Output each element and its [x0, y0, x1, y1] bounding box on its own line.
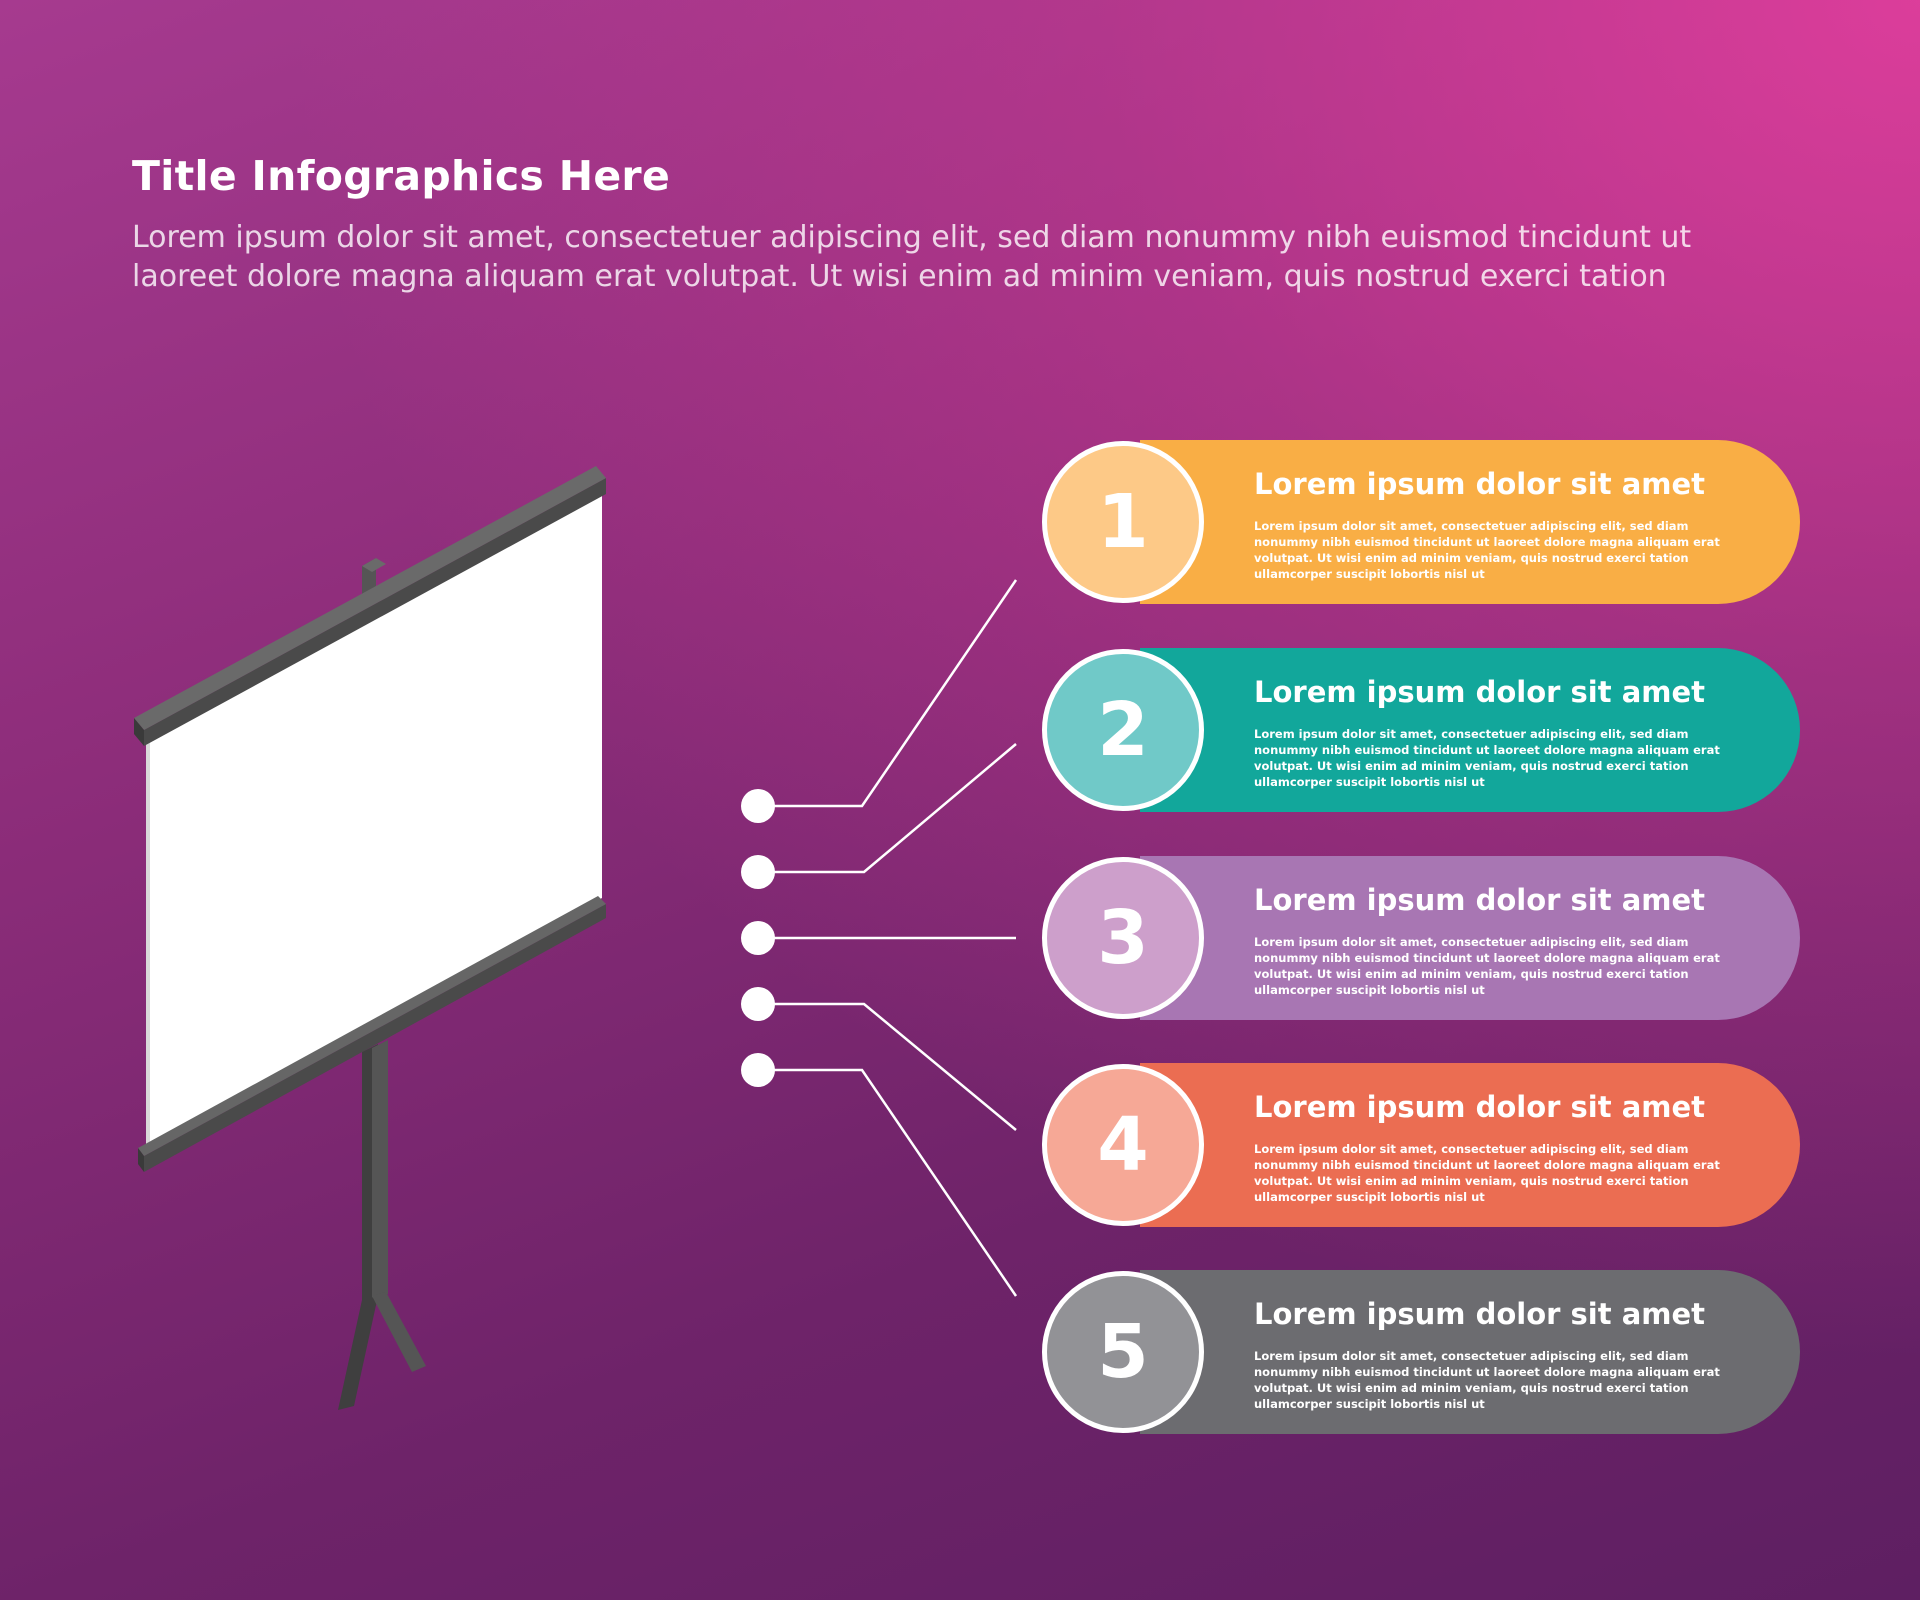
- connector-line-1: [758, 579, 1018, 808]
- step-body-5: Lorem ipsum dolor sit amet, consectetuer…: [1254, 1349, 1720, 1411]
- screen-bottom-bar-front: [144, 904, 606, 1172]
- stand-pole-side: [372, 1040, 388, 1302]
- projection-screen-icon: [134, 466, 606, 1410]
- connector-dot-5: [741, 1053, 775, 1087]
- stand-leg-left: [338, 1296, 378, 1410]
- step-number-4: 4: [1097, 1102, 1149, 1188]
- step-number-circle-1: 1: [1042, 441, 1204, 603]
- step-body-3: Lorem ipsum dolor sit amet, consectetuer…: [1254, 935, 1720, 997]
- connector-dot-2: [741, 855, 775, 889]
- step-card-2: [1140, 648, 1800, 812]
- screen-top-bar-front: [144, 478, 606, 746]
- step-number-1: 1: [1097, 479, 1149, 565]
- step-number-2: 2: [1097, 687, 1149, 773]
- screen-bottom-bar-end: [138, 1148, 144, 1172]
- connector-dot-4: [741, 987, 775, 1021]
- connector-dot-1: [741, 789, 775, 823]
- step-card-1: [1140, 440, 1800, 604]
- connector-dot-3: [741, 921, 775, 955]
- connector-line-5: [758, 1068, 1018, 1297]
- connector-lines: [758, 579, 1018, 1297]
- step-heading-4: Lorem ipsum dolor sit amet: [1254, 1090, 1706, 1124]
- step-heading-3: Lorem ipsum dolor sit amet: [1254, 883, 1706, 917]
- step-body-2: Lorem ipsum dolor sit amet, consectetuer…: [1254, 727, 1720, 789]
- connector-line-4: [758, 1002, 1017, 1131]
- step-heading-5: Lorem ipsum dolor sit amet: [1254, 1297, 1706, 1331]
- step-card-5: [1140, 1270, 1800, 1434]
- connector-dots: [741, 789, 775, 1087]
- screen-top-bar-top: [134, 466, 606, 730]
- step-number-circle-3: 3: [1042, 857, 1204, 1019]
- step-heading-1: Lorem ipsum dolor sit amet: [1254, 467, 1706, 501]
- screen-sheet-edge: [146, 732, 150, 1150]
- stand-top-stub-cap: [362, 558, 386, 572]
- step-body-1: Lorem ipsum dolor sit amet, consectetuer…: [1254, 519, 1720, 581]
- step-body-4: Lorem ipsum dolor sit amet, consectetuer…: [1254, 1142, 1720, 1204]
- step-number-circle-5: 5: [1042, 1271, 1204, 1433]
- screen-bottom-bar-top: [138, 896, 606, 1156]
- connector-line-2: [758, 743, 1017, 874]
- step-card-3: [1140, 856, 1800, 1020]
- page-title: Title Infographics Here: [132, 152, 671, 200]
- step-heading-2: Lorem ipsum dolor sit amet: [1254, 675, 1706, 709]
- step-number-3: 3: [1097, 895, 1149, 981]
- step-number-circle-2: 2: [1042, 649, 1204, 811]
- screen-sheet: [150, 486, 602, 1148]
- step-number-circle-4: 4: [1042, 1064, 1204, 1226]
- screen-top-bar-end: [134, 718, 144, 746]
- stand-leg-right: [372, 1292, 426, 1372]
- step-number-5: 5: [1097, 1309, 1149, 1395]
- page-subtitle: Lorem ipsum dolor sit amet, consectetuer…: [132, 220, 1692, 294]
- step-card-4: [1140, 1063, 1800, 1227]
